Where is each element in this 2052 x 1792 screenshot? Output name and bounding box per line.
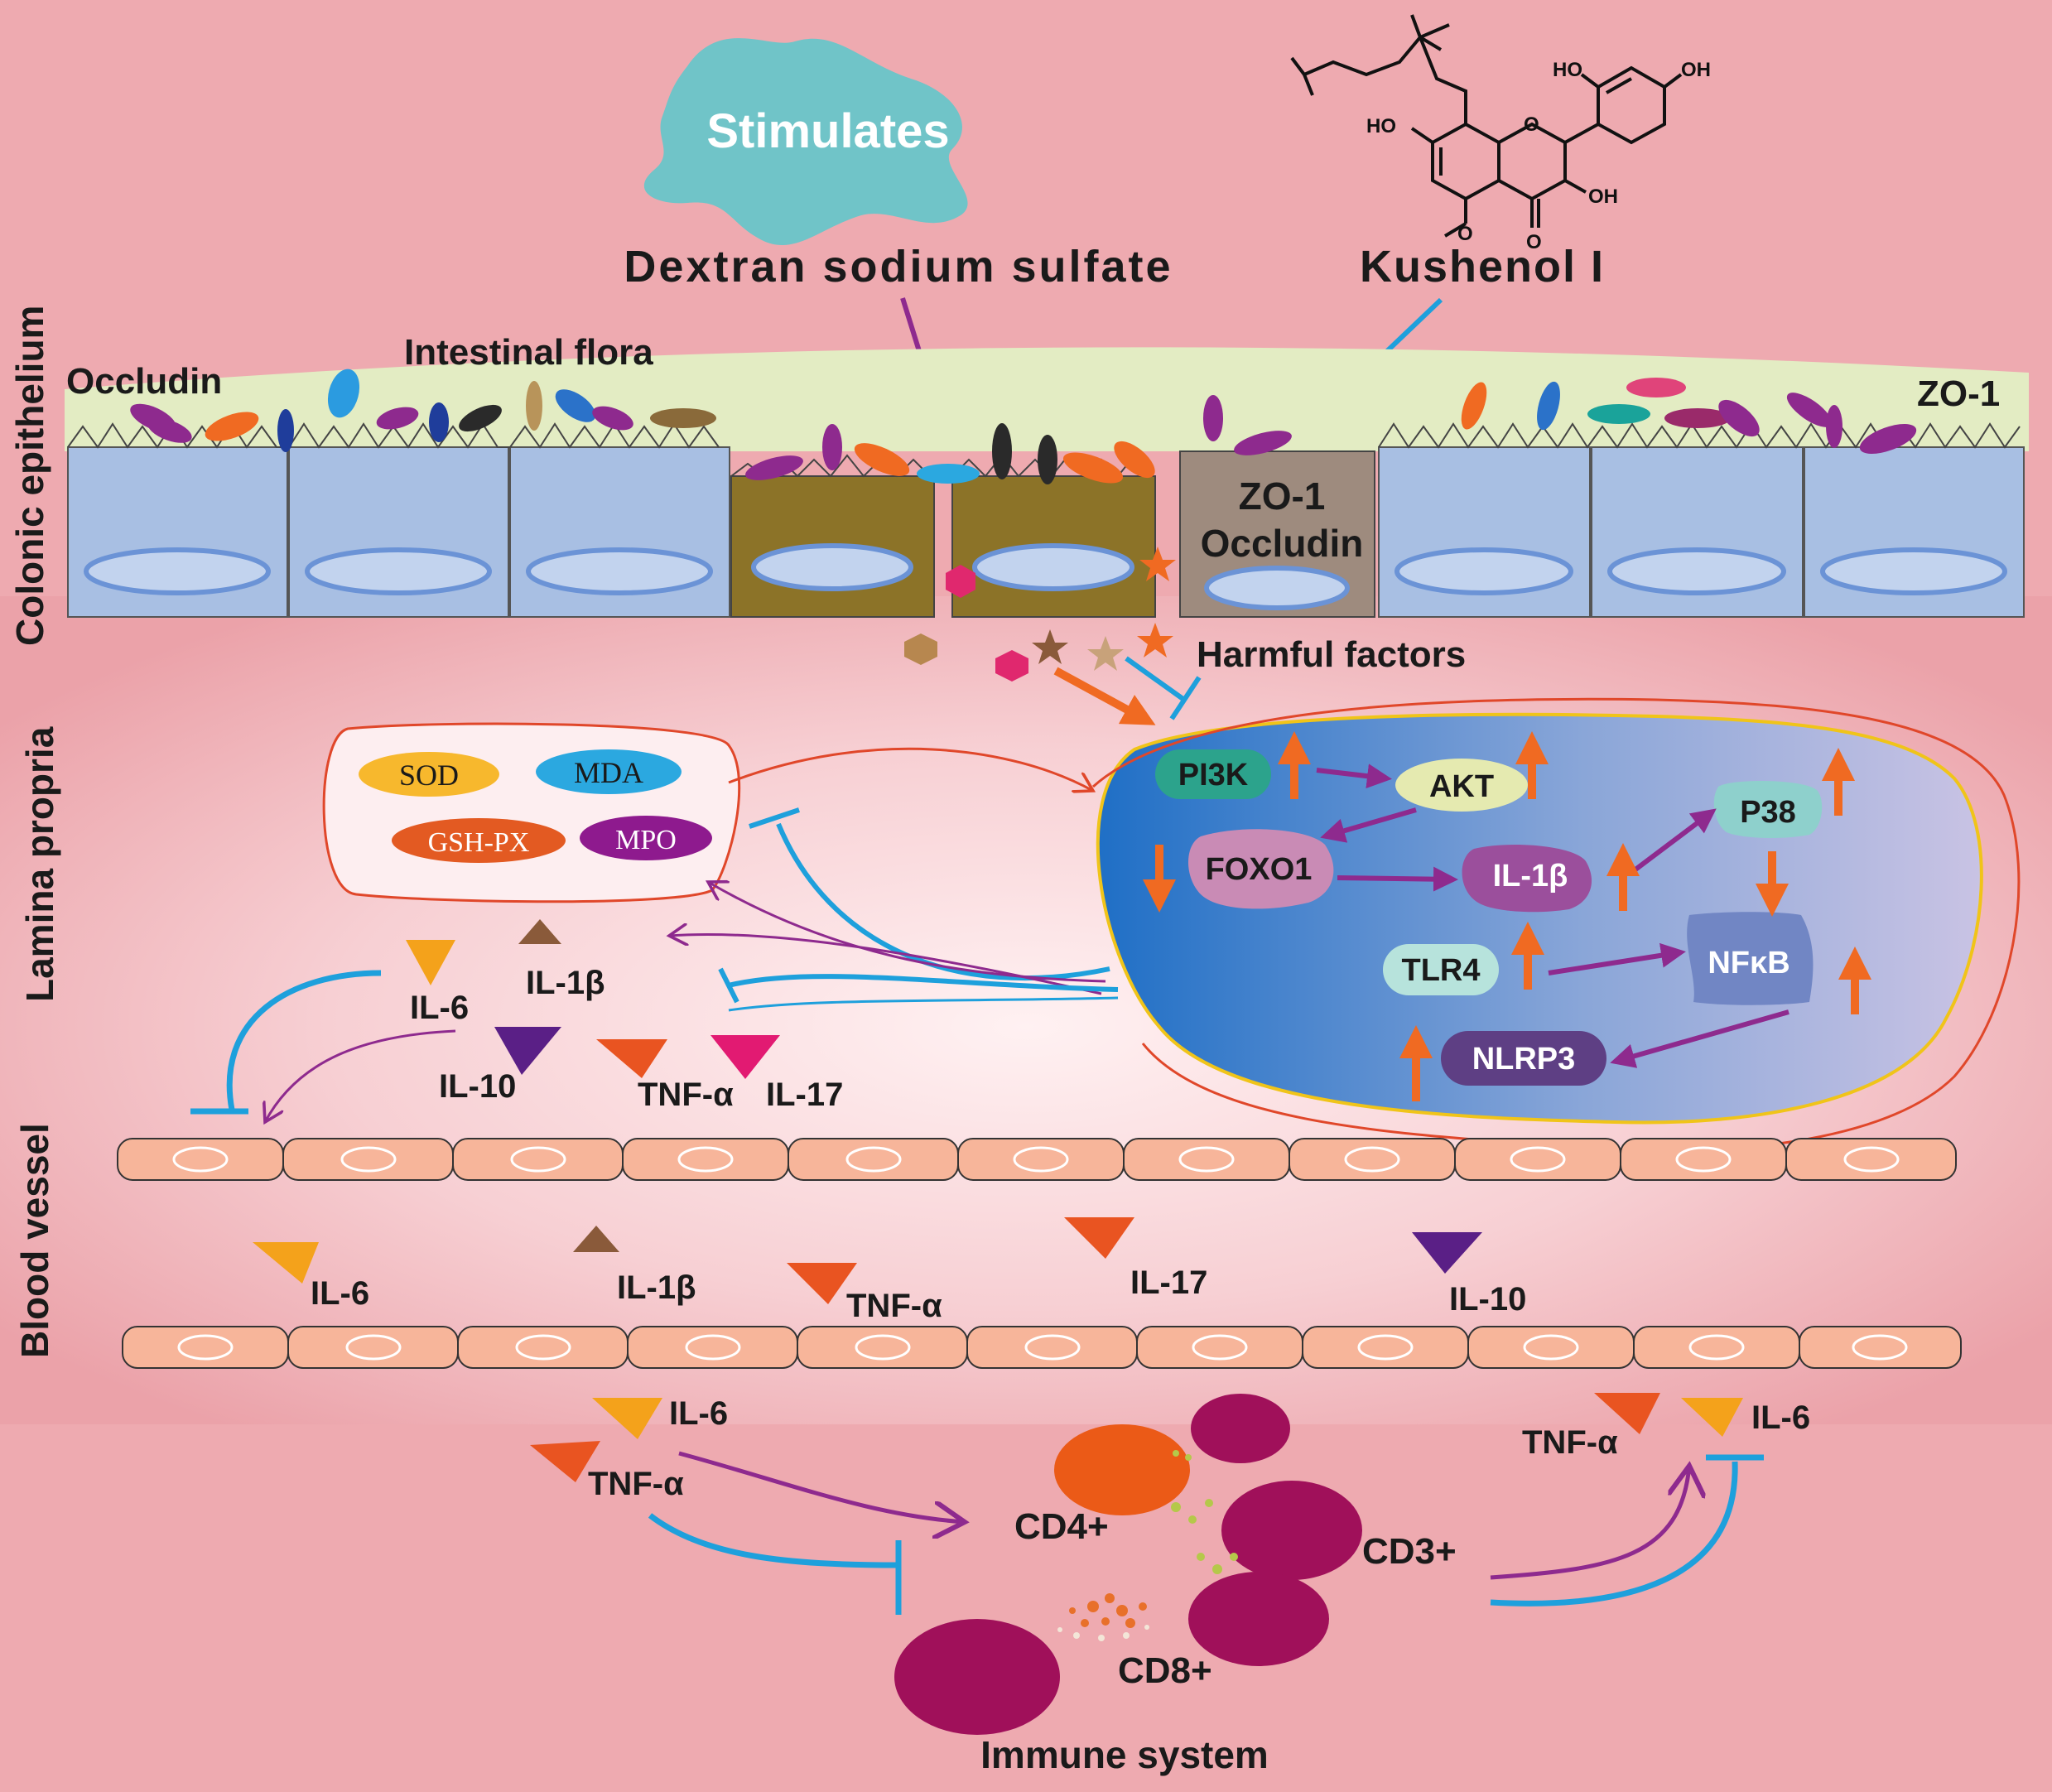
kushenol-structure: [1290, 14, 1683, 238]
gsh-px-label: GSH-PX: [428, 827, 530, 858]
immune-system-title: Immune system: [980, 1733, 1269, 1776]
lamina-il6-label: IL-6: [410, 990, 469, 1026]
mda-label: MDA: [574, 756, 643, 789]
vessel-wall-upper: [117, 1138, 1957, 1181]
harmful-to-cell-arrow: [1053, 667, 1156, 725]
node-tlr4: TLR4: [1383, 944, 1499, 995]
svg-text:OH: OH: [1588, 185, 1618, 208]
harmful-factors-label: Harmful factors: [1197, 634, 1466, 675]
kushenol-inhibit-harmful: [1125, 656, 1202, 720]
stimulus-label: Stimulates: [706, 104, 949, 158]
damaged-cell-label-occludin: Occludin: [1201, 522, 1364, 565]
svg-text:OH: OH: [1681, 59, 1711, 81]
vessel-il6-label: IL-6: [311, 1275, 369, 1312]
vessel-il17-label: IL-17: [1130, 1265, 1207, 1301]
svg-text:HO: HO: [1553, 59, 1582, 81]
zone-label-vessel: Blood vessel: [13, 1123, 56, 1358]
damaged-cell-label-zo1: ZO-1: [1239, 474, 1326, 518]
svg-text:O: O: [1524, 113, 1539, 136]
oxidative-stress-box: SOD MDA GSH-PX MPO: [322, 722, 741, 903]
stimulus-blob: Stimulates: [643, 38, 968, 246]
immune-cells: [894, 1394, 1362, 1735]
lamina-cytokine-marks: [406, 919, 780, 1079]
svg-text:O: O: [1526, 231, 1542, 253]
node-il1b: IL-1β: [1462, 845, 1592, 913]
node-nfkb: NFκB: [1687, 912, 1814, 1005]
node-akt: AKT: [1395, 759, 1528, 812]
svg-text:IL-1β: IL-1β: [1493, 859, 1568, 894]
occludin-label: Occludin: [66, 361, 222, 402]
lamina-il17-label: IL-17: [766, 1077, 843, 1113]
vessel-il1b-label: IL-1β: [617, 1269, 696, 1306]
flora-label: Intestinal flora: [404, 332, 653, 373]
vessel-cytokine-marks: [253, 1217, 1482, 1304]
zone-label-lamina: Lamina propria: [18, 726, 61, 1002]
cell-feedback-lines: [669, 807, 1119, 1012]
upregulation-arrows: [1143, 731, 1871, 1101]
immune-tnfa-right-label: TNF-α: [1522, 1424, 1618, 1461]
svg-text:PI3K: PI3K: [1178, 758, 1249, 792]
svg-text:TLR4: TLR4: [1402, 953, 1481, 988]
lamina-il10-label: IL-10: [439, 1068, 516, 1105]
svg-text:AKT: AKT: [1429, 769, 1494, 804]
immune-tnfa-left-label: TNF-α: [588, 1466, 684, 1502]
svg-text:NFκB: NFκB: [1708, 946, 1789, 980]
node-foxo1: FOXO1: [1188, 829, 1334, 909]
sod-label: SOD: [399, 759, 459, 792]
zone-label-epithelium: Colonic epithelium: [8, 306, 51, 646]
lamina-tnfa-label: TNF-α: [638, 1077, 734, 1113]
drug-name-label: Kushenol I: [1360, 242, 1605, 291]
svg-text:HO: HO: [1366, 115, 1396, 137]
lamina-il1b-label: IL-1β: [526, 965, 605, 1001]
intestinal-flora-bacteria: [130, 369, 1917, 484]
pathway-arrows: [1316, 764, 1789, 1068]
immune-cytokine-marks: [530, 1393, 1743, 1482]
immune-il6-right-label: IL-6: [1751, 1399, 1810, 1436]
cd4-label: CD4+: [1014, 1506, 1109, 1547]
immune-regulation-lines: [648, 1451, 1764, 1615]
cd3-label: CD3+: [1362, 1531, 1457, 1572]
stimulus-agent-label: Dextran sodium sulfate: [624, 242, 1173, 291]
node-p38: P38: [1713, 781, 1823, 838]
vessel-wall-lower: [122, 1326, 1962, 1369]
vessel-il10-label: IL-10: [1449, 1281, 1526, 1318]
oxidative-to-cell-arrow: [728, 747, 1093, 791]
svg-text:NLRP3: NLRP3: [1472, 1042, 1576, 1077]
cd8-label: CD8+: [1118, 1650, 1212, 1691]
node-pi3k: PI3K: [1155, 749, 1271, 799]
vessel-tnfa-label: TNF-α: [846, 1288, 942, 1324]
epithelial-cells: [67, 422, 2025, 618]
svg-text:FOXO1: FOXO1: [1206, 852, 1313, 887]
lamina-regulation-lines: [190, 970, 456, 1122]
mpo-label: MPO: [615, 825, 677, 855]
immune-il6-left-label: IL-6: [669, 1395, 728, 1432]
kushenol-atom-labels: HO O OH O O HO OH: [1366, 59, 1711, 253]
node-nlrp3: NLRP3: [1441, 1031, 1606, 1086]
zo1-label: ZO-1: [1917, 373, 2000, 414]
svg-text:O: O: [1457, 223, 1473, 245]
harmful-factor-shapes: [904, 547, 1176, 682]
svg-text:P38: P38: [1740, 795, 1796, 830]
